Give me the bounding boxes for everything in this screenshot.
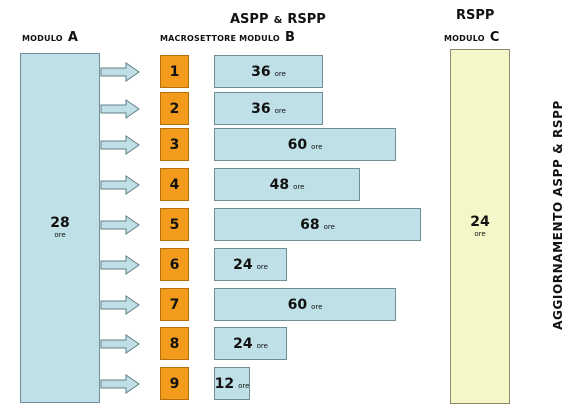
hours-unit: ore	[238, 381, 250, 390]
hours-unit: ore	[274, 106, 286, 115]
arrow-icon	[100, 215, 140, 235]
hours-value: 24	[233, 335, 253, 352]
hours-unit: ore	[323, 222, 335, 231]
arrow-icon	[100, 175, 140, 195]
aggiornamento-text: AGGIORNAMENTO ASPP & RSPP	[551, 100, 565, 330]
aspp-label: ASPP	[230, 12, 269, 27]
arrow-icon	[100, 295, 140, 315]
macrosettore-number: 5	[160, 208, 189, 241]
modulo-a-letter: A	[67, 30, 78, 45]
aggiornamento-label: AGGIORNAMENTO ASPP & RSPP	[547, 50, 569, 380]
hours-unit: ore	[311, 302, 323, 311]
modulo-a-header: MODULO A	[22, 26, 78, 45]
hours-value: 60	[287, 136, 308, 153]
modulo-c-letter: C	[489, 30, 500, 45]
hours-unit: ore	[311, 142, 323, 151]
rspp-label: RSPP	[287, 12, 326, 27]
modulo-a-prefix: MODULO	[22, 34, 63, 43]
hours-value: 48	[269, 176, 290, 193]
hours-value: 36	[251, 63, 271, 80]
modulo-c-unit: ore	[474, 229, 486, 238]
arrow-icon	[100, 334, 140, 354]
macrosettore-number: 9	[160, 367, 189, 400]
macrosettore-number: 4	[160, 168, 189, 201]
modulo-a-box: 28 ore	[20, 53, 100, 403]
modulo-a-unit: ore	[54, 231, 66, 239]
macrosettore-number: 1	[160, 55, 189, 88]
hours-value: 24	[233, 256, 253, 273]
macrosettore-number: 2	[160, 92, 189, 125]
rspp-title: RSPP	[456, 8, 495, 23]
macrosettore-number: 6	[160, 248, 189, 281]
hours-value: 68	[300, 216, 320, 233]
modulo-c-header: MODULO C	[444, 26, 499, 45]
modulo-c-box: 24 ore	[450, 49, 510, 404]
hours-value: 12	[214, 375, 235, 392]
hours-unit: ore	[256, 262, 268, 271]
modulo-c-value: 24	[470, 213, 490, 230]
macrosettore-number: 7	[160, 288, 189, 321]
amp-label: &	[273, 15, 283, 26]
arrow-icon	[100, 135, 140, 155]
macrosettore-number: 8	[160, 327, 189, 360]
arrow-icon	[100, 255, 140, 275]
hours-unit: ore	[274, 69, 286, 78]
modulo-a-value: 28	[50, 215, 70, 231]
macrosettore-label: MACROSETTORE MODULO	[160, 34, 280, 43]
hours-value: 60	[287, 296, 308, 313]
aspp-rspp-header: ASPP & RSPP	[230, 8, 326, 27]
macrosettore-header: MACROSETTORE MODULO B	[160, 26, 295, 45]
modulo-c-prefix: MODULO	[444, 34, 485, 43]
arrow-icon	[100, 99, 140, 119]
macrosettore-number: 3	[160, 128, 189, 161]
macrosettore-letter: B	[284, 30, 295, 45]
arrow-icon	[100, 374, 140, 394]
hours-unit: ore	[256, 341, 268, 350]
hours-unit: ore	[293, 182, 305, 191]
hours-value: 36	[251, 100, 271, 117]
arrow-icon	[100, 62, 140, 82]
